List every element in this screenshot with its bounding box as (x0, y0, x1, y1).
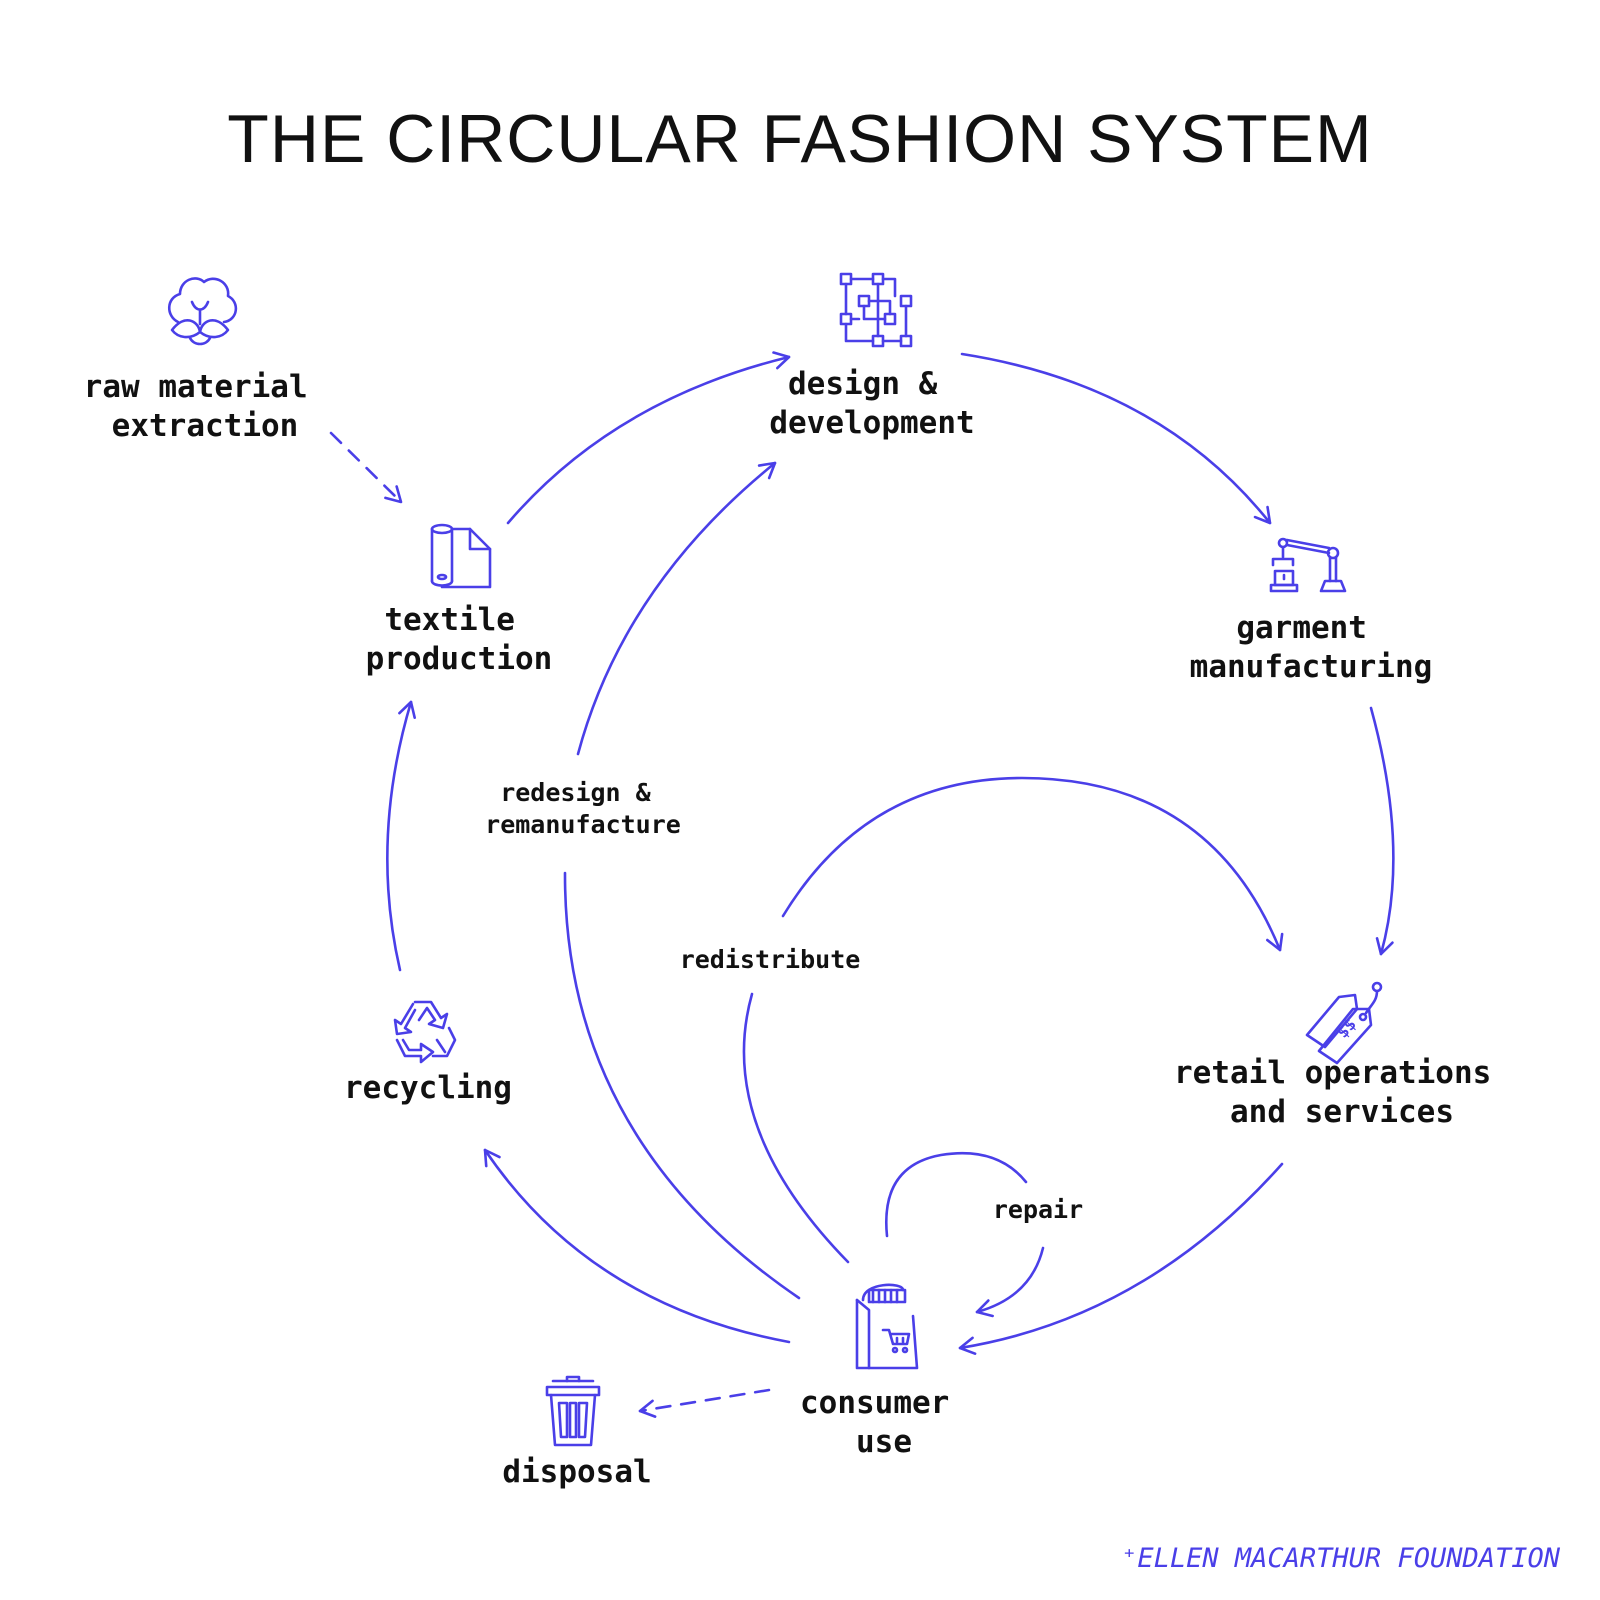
arrow-consumer-redistribute-lower (742, 992, 850, 1264)
redesign-remanufacture-label: redesign & remanufacture (485, 778, 681, 839)
node-design-label: design & development (769, 366, 974, 441)
repair-label: repair (993, 1195, 1083, 1224)
node-textile-label: textile production (366, 602, 553, 677)
node-retail-label: retail operations and services (1174, 1055, 1510, 1130)
arrow-consumer-redesign-lower (563, 871, 801, 1300)
arrow-retail-to-consumer (958, 1162, 1284, 1355)
arrow-redistribute-to-retail (781, 776, 1284, 952)
arrow-repair-loop-top (884, 1151, 1028, 1238)
svg-text:$$: $$ (1333, 1015, 1360, 1042)
diagram-title: THE CIRCULAR FASHION SYSTEM (227, 101, 1372, 177)
arrow-consumer-to-recycling (483, 1148, 791, 1344)
foundation-credit: ⁺ELLEN MACARTHUR FOUNDATION (1121, 1543, 1561, 1574)
shopping-bag-icon (855, 1283, 919, 1370)
cotton-flower-icon (167, 277, 238, 346)
node-disposal-label: disposal (502, 1454, 651, 1490)
arrow-consumer-to-disposal (638, 1388, 771, 1418)
robotic-arm-icon (1269, 537, 1347, 593)
arrow-recycling-to-textile (386, 700, 416, 972)
arrow-garment-to-retail (1369, 706, 1395, 956)
fabric-roll-icon (430, 523, 492, 589)
recycle-icon (393, 1000, 457, 1064)
price-tag-icon: $$ (1305, 981, 1383, 1065)
node-raw-material-label: raw material extraction (84, 369, 327, 444)
arrow-raw-to-textile (329, 431, 403, 504)
node-consumer-label: consumer use (800, 1385, 968, 1460)
design-grid-icon (839, 272, 913, 348)
node-garment-label: garment manufacturing (1190, 610, 1433, 685)
arrow-redesign-to-design (576, 461, 777, 756)
redistribute-label: redistribute (680, 945, 861, 974)
arrow-design-to-garment (960, 352, 1272, 525)
node-recycling-label: recycling (344, 1070, 512, 1106)
trash-bin-icon (545, 1375, 601, 1447)
arrow-textile-to-design (506, 351, 791, 525)
arrow-repair-loop-bottom (975, 1246, 1045, 1318)
